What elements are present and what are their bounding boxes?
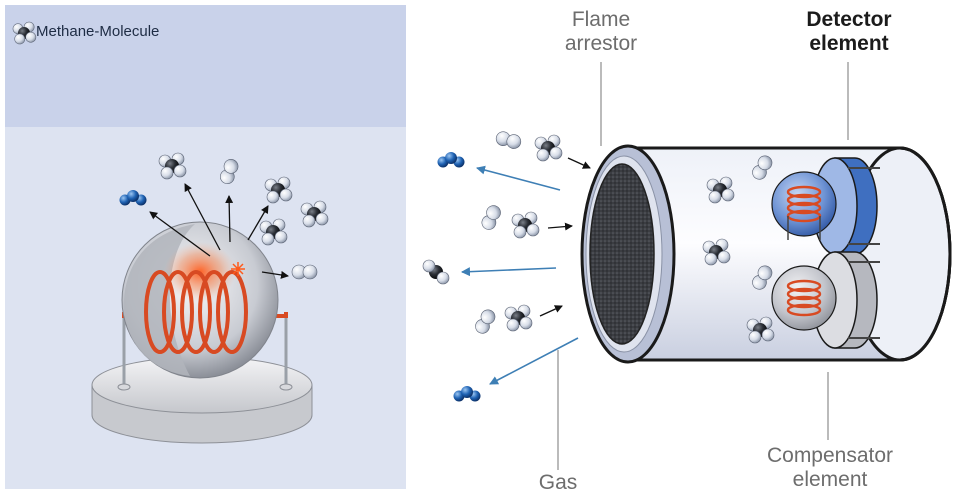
gas-label: Gas — [538, 471, 578, 494]
methane-molecule-icon — [702, 238, 731, 266]
co2-molecule-icon — [453, 386, 481, 402]
compensator-element-label: Compensator element — [750, 444, 910, 492]
gas-inflow-arrows — [539, 157, 591, 317]
methane-molecule-icon — [259, 218, 288, 246]
flame-arrestor-mesh — [589, 163, 655, 345]
methane-molecule-icon — [504, 304, 533, 332]
flame-arrestor-label-line1: Flame — [571, 8, 631, 31]
methane-molecule-icon — [422, 259, 450, 285]
water-molecule-icon — [472, 306, 498, 337]
outgoing-molecules — [422, 152, 481, 402]
heater-coil — [144, 270, 248, 354]
detector-element-label: Detector element — [790, 8, 908, 56]
legend-label: Methane-Molecule — [36, 23, 160, 40]
methane-molecule-icon — [264, 176, 293, 204]
support-posts — [117, 316, 293, 391]
methane-molecule-icon — [158, 152, 187, 180]
left-panel-header-bg — [5, 5, 406, 127]
left-reaction-arrows — [149, 183, 289, 279]
methane-molecule-icon — [511, 211, 540, 239]
incoming-gas-molecules — [472, 129, 563, 337]
methane-molecule-legend-icon — [12, 21, 37, 45]
methane-molecule-icon — [706, 176, 735, 204]
water-molecule-icon — [494, 129, 523, 151]
detector-element-label-line1: Detector — [806, 8, 892, 31]
flame-arrestor-label-line2: arrestor — [564, 32, 638, 55]
flame-arrestor-label: Flame arrestor — [555, 8, 647, 56]
label-leader-lines — [557, 62, 849, 470]
gas-outflow-arrows — [461, 165, 579, 385]
water-molecule-icon — [479, 202, 504, 233]
co2-molecule-icon — [437, 152, 465, 168]
detector-element-label-line2: element — [809, 32, 889, 55]
methane-molecule-icon — [300, 200, 329, 228]
compensator-element — [771, 251, 880, 349]
methane-molecule-icon — [534, 134, 563, 162]
compensator-element-label-line1: Compensator — [766, 444, 894, 467]
reaction-spark-icon — [231, 262, 245, 276]
compensator-element-label-line2: element — [792, 468, 868, 491]
methane-molecule-icon — [746, 316, 775, 344]
